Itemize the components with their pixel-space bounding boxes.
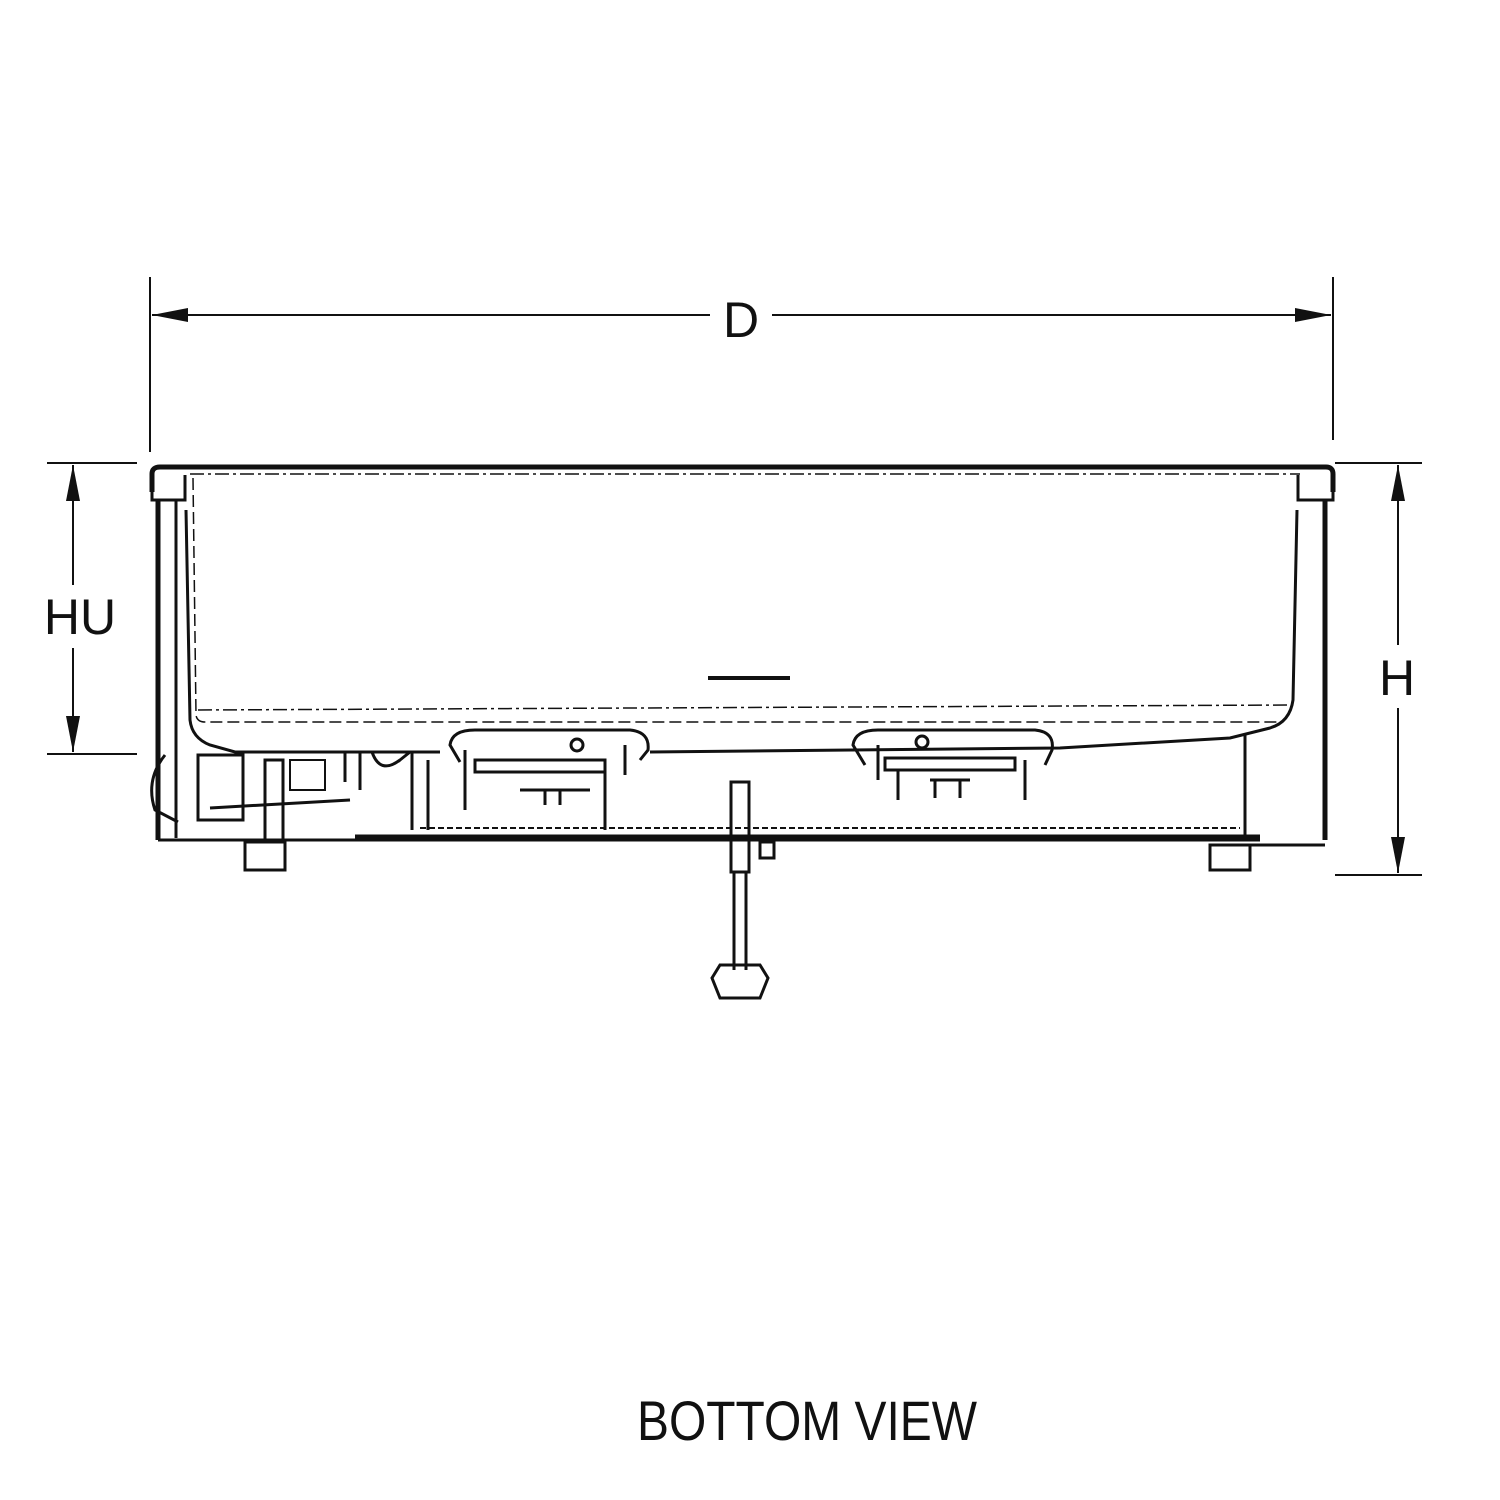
element-details xyxy=(463,745,627,830)
drain-pipe xyxy=(710,780,776,1000)
dimension-label-d: D xyxy=(723,292,759,348)
unit-drawing xyxy=(149,464,1336,1000)
liner-left xyxy=(184,509,440,754)
dimension-label-hu: HU xyxy=(44,589,116,645)
hidden-line-pan xyxy=(192,477,1280,723)
dimension-hu: HU xyxy=(44,462,137,755)
element-details xyxy=(876,745,1027,800)
view-title: BOTTOM VIEW xyxy=(637,1389,977,1452)
foot-left xyxy=(243,840,287,872)
valve xyxy=(263,758,285,842)
dimension-h: H xyxy=(1335,462,1422,876)
liner-right xyxy=(649,509,1299,754)
bracket-outline xyxy=(448,728,650,763)
element-bracket-right xyxy=(851,728,1054,800)
foot-right xyxy=(1208,843,1252,872)
element-bracket-left xyxy=(448,728,650,830)
component-box xyxy=(289,759,326,791)
element-bar xyxy=(473,758,607,774)
drain-knob xyxy=(758,840,776,860)
bracket-bolt xyxy=(569,737,585,753)
control-box xyxy=(196,753,245,822)
top-rim xyxy=(149,464,1336,492)
left-bracket xyxy=(150,754,179,824)
dimension-d: D xyxy=(149,277,1334,452)
left-fittings xyxy=(343,750,411,790)
left-cap xyxy=(150,475,187,502)
hidden-line-mid xyxy=(197,704,1291,711)
left-partition xyxy=(410,752,430,830)
dimension-label-h: H xyxy=(1379,650,1415,706)
bracket-outline xyxy=(851,728,1054,766)
valve-handle xyxy=(209,798,351,810)
right-cap xyxy=(1296,475,1335,502)
drain-valve-body xyxy=(729,780,751,874)
bracket-bolt xyxy=(914,734,930,750)
element-bar xyxy=(883,756,1017,772)
drain-nut xyxy=(710,963,770,1000)
